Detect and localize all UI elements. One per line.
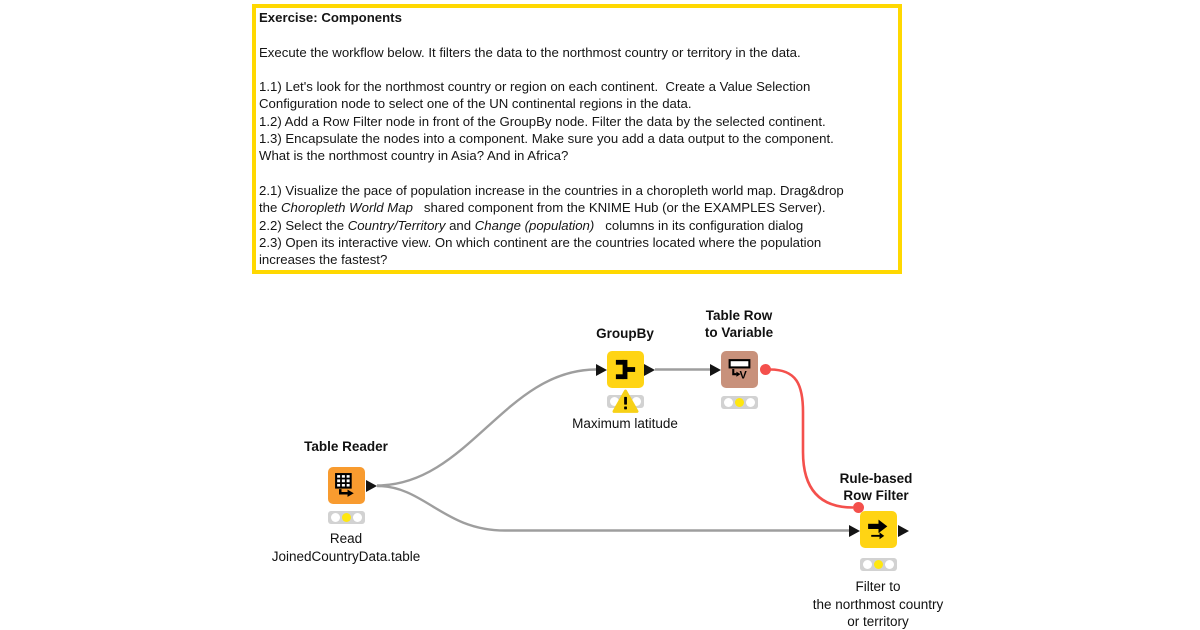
annotation-line: 2.3) Open its interactive view. On which… (259, 234, 822, 250)
node-title-rule-based-row-filter: Rule-based Row Filter (839, 471, 913, 503)
annotation-line: 1.3) Encapsulate the nodes into a compon… (259, 131, 834, 147)
node-table-row-to-variable[interactable]: V (721, 351, 758, 388)
node-title-table-reader: Table Reader (304, 439, 388, 454)
annotation-line: Execute the workflow below. It filters t… (259, 44, 801, 60)
annotation-line: 2.2) Select the Country/Territory and Ch… (259, 217, 804, 233)
annotation-line: the Choropleth World Map shared componen… (259, 200, 826, 216)
annotation-line (259, 61, 895, 78)
svg-text:V: V (740, 369, 748, 381)
node-label-table-reader: Read JoinedCountryData.table (271, 531, 421, 564)
node-title-groupby: GroupBy (596, 326, 654, 341)
annotation-line: 2.1) Visualize the pace of population in… (259, 182, 844, 198)
output-port-table-reader[interactable] (366, 479, 377, 492)
warning-icon (612, 389, 639, 413)
table-reader-icon (335, 473, 354, 497)
output-port-rule-based-row-filter[interactable] (898, 524, 909, 537)
input-port-groupby[interactable] (596, 363, 607, 376)
variable-output-port[interactable] (760, 364, 771, 375)
node-label-groupby: Maximum latitude (572, 416, 678, 431)
annotation-line: increases the fastest? (259, 252, 388, 268)
node-table-reader[interactable] (328, 467, 365, 504)
output-port-groupby[interactable] (644, 363, 655, 376)
node-title-table-row-to-variable: Table Row to Variable (704, 308, 774, 340)
input-port-rule-based-row-filter[interactable] (849, 524, 860, 537)
annotation-line: 1.2) Add a Row Filter node in front of t… (259, 113, 826, 129)
input-port-table-row-to-variable[interactable] (710, 363, 721, 376)
traffic-light-table-reader (328, 511, 365, 524)
variable-input-port[interactable] (853, 501, 864, 513)
annotation-line (259, 26, 895, 43)
node-groupby[interactable] (607, 351, 644, 388)
annotation-line: Configuration node to select one of the … (259, 96, 692, 112)
node-label-rule-based-row-filter: Filter to the northmost country or terri… (812, 579, 944, 629)
groupby-icon (615, 359, 636, 380)
traffic-light-table-row-to-variable (721, 396, 758, 409)
connection-reader-to-rowfilter[interactable] (376, 484, 849, 532)
annotation-text: Exercise: Components Execute the workflo… (259, 9, 895, 268)
annotation-line: 1.1) Let's look for the northmost countr… (259, 79, 811, 95)
annotation-line: Exercise: Components (259, 10, 402, 25)
annotation-line (259, 165, 895, 182)
rule-based-row-filter-icon (868, 519, 888, 540)
node-rule-based-row-filter[interactable] (860, 511, 897, 548)
annotation-line: What is the northmost country in Asia? A… (259, 148, 569, 164)
traffic-light-rule-based-row-filter (860, 558, 897, 571)
table-row-to-variable-icon: V (728, 359, 751, 381)
workflow-annotation[interactable]: Exercise: Components Execute the workflo… (252, 4, 902, 274)
